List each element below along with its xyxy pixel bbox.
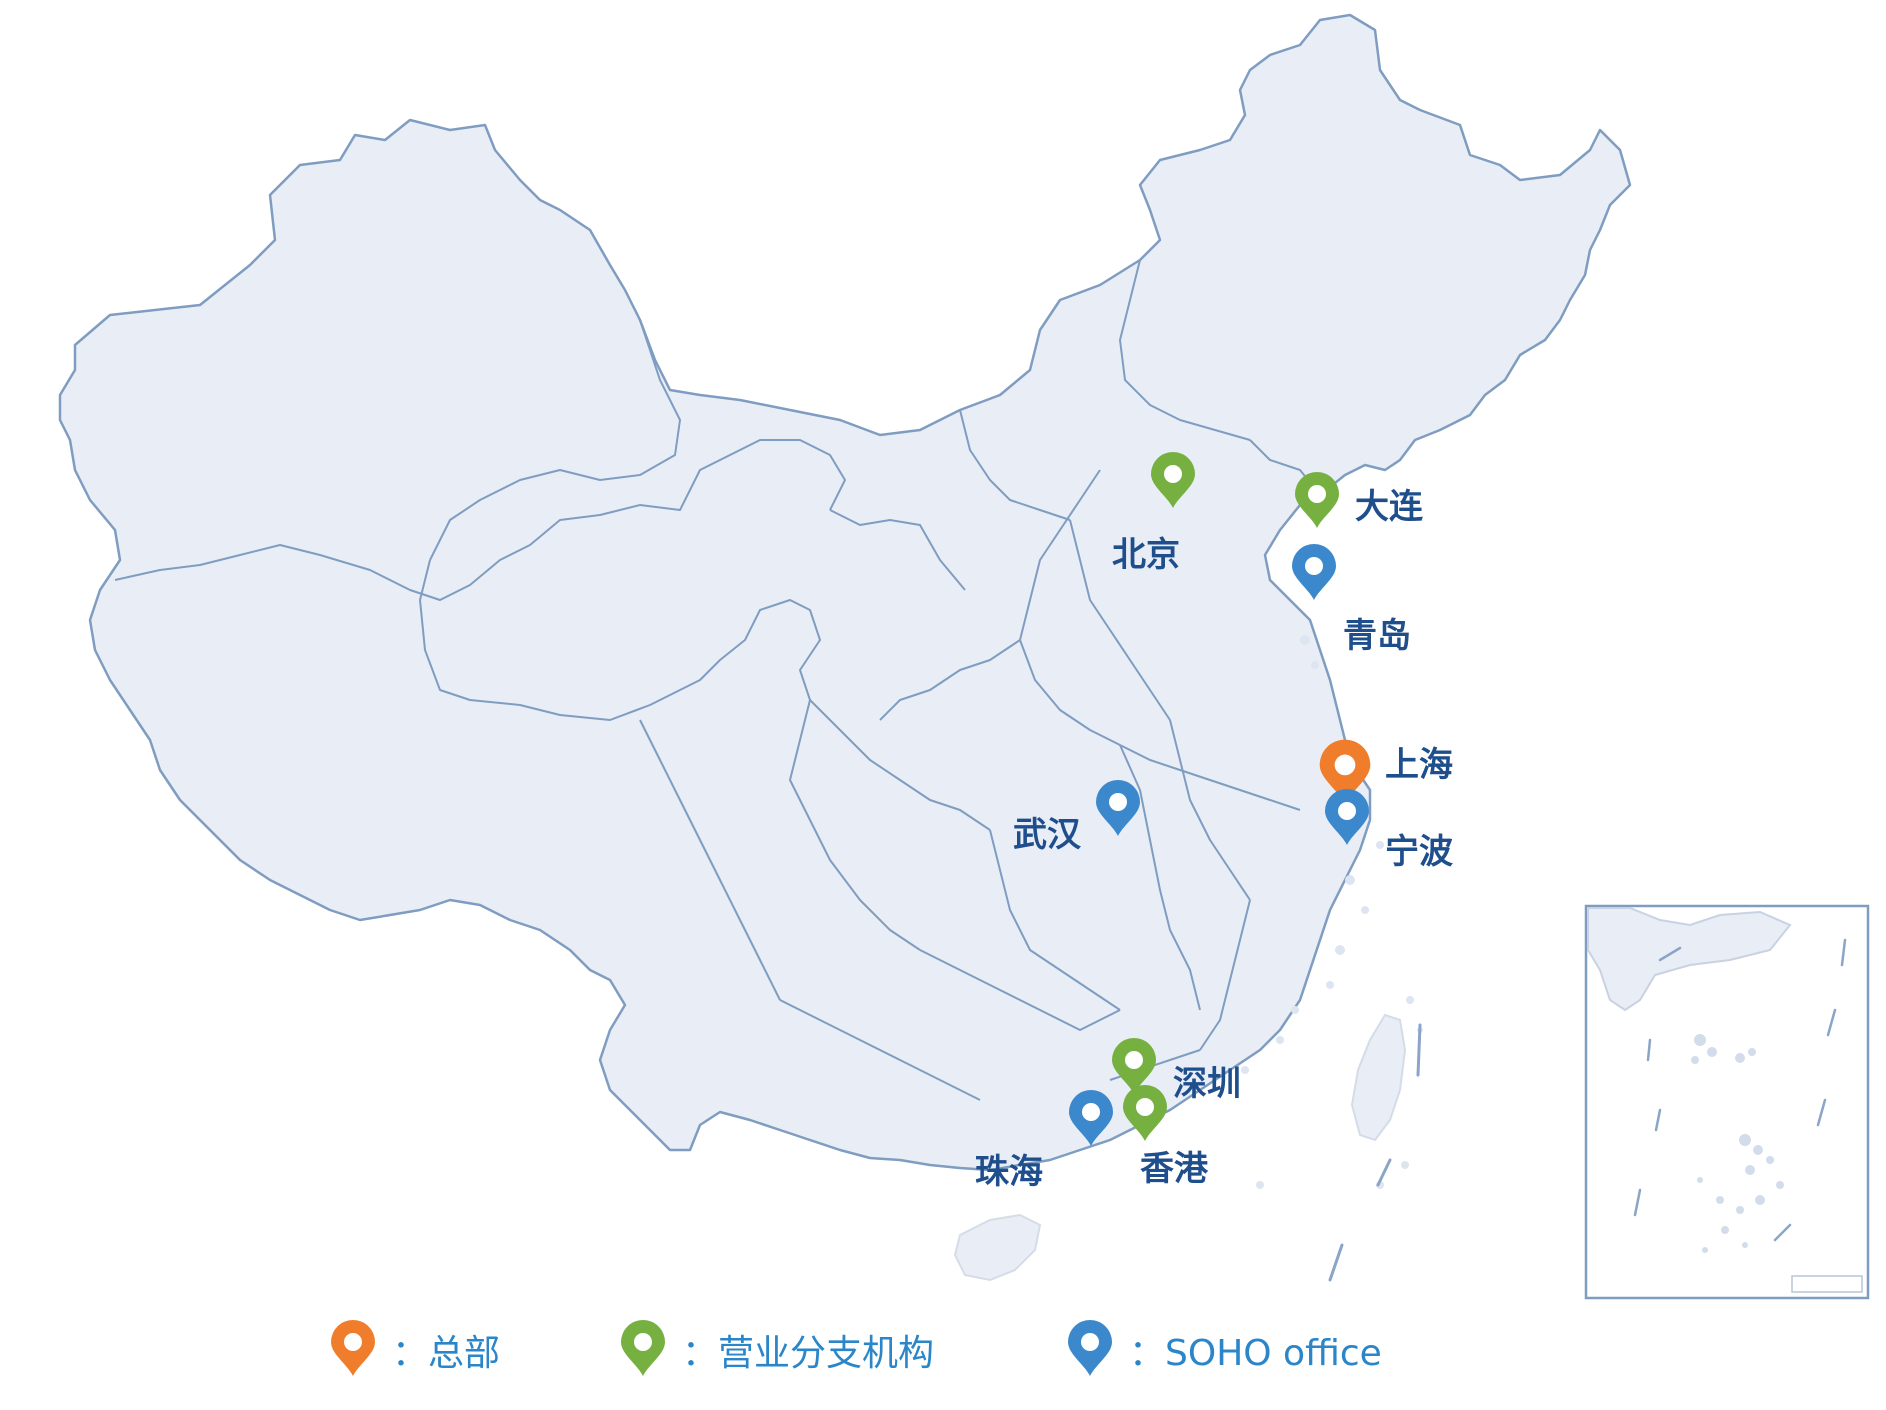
city-label-wuhan: 武汉 bbox=[1013, 815, 1081, 855]
taiwan-island bbox=[1350, 1013, 1407, 1142]
city-label-ningbo: 宁波 bbox=[1385, 832, 1453, 872]
city-label-shenzhen: 深圳 bbox=[1173, 1064, 1241, 1104]
soho-pin-icon bbox=[1068, 1320, 1112, 1376]
map-pin-zhuhai bbox=[1069, 1090, 1113, 1146]
city-label-hongkong: 香港 bbox=[1140, 1149, 1208, 1189]
legend-headquarters-label: ：总部 bbox=[392, 1333, 501, 1374]
city-label-qingdao: 青岛 bbox=[1343, 616, 1411, 656]
legend-soho: ：SOHO office bbox=[1065, 1318, 1382, 1382]
map-pin-beijing bbox=[1151, 452, 1195, 508]
city-label-shanghai: 上海 bbox=[1385, 745, 1453, 785]
legend-branch-label: ：营业分支机构 bbox=[682, 1333, 935, 1374]
map-pin-ningbo bbox=[1325, 789, 1369, 845]
province-borders bbox=[114, 259, 1321, 1101]
city-label-beijing: 北京 bbox=[1112, 535, 1180, 575]
map-pin-shanghai bbox=[1319, 739, 1371, 804]
map-pin-dalian bbox=[1295, 472, 1339, 528]
legend-pin-shape bbox=[1068, 1320, 1112, 1376]
hainan-island bbox=[953, 1213, 1042, 1282]
map-pin-wuhan bbox=[1096, 780, 1140, 836]
city-label-zhuhai: 珠海 bbox=[975, 1152, 1043, 1192]
south-china-sea-inset bbox=[1584, 904, 1870, 1300]
legend-headquarters: ：总部 bbox=[328, 1318, 500, 1382]
map-pin-shenzhen bbox=[1112, 1038, 1156, 1094]
mainland-china-shape bbox=[58, 13, 1632, 1172]
city-label-dalian: 大连 bbox=[1355, 487, 1423, 527]
legend-soho-label: ：SOHO office bbox=[1129, 1333, 1382, 1374]
sea-boundary-lines bbox=[1328, 1023, 1422, 1282]
legend-pin-shape bbox=[621, 1320, 665, 1376]
headquarters-pin-icon bbox=[331, 1320, 375, 1376]
branch-pin-icon bbox=[621, 1320, 665, 1376]
legend-branch: ：营业分支机构 bbox=[618, 1318, 934, 1382]
map-pin-qingdao bbox=[1292, 544, 1336, 600]
map-pin-hongkong bbox=[1123, 1085, 1167, 1141]
marker-layer bbox=[1069, 452, 1371, 1146]
legend-pin-shape bbox=[331, 1320, 375, 1376]
